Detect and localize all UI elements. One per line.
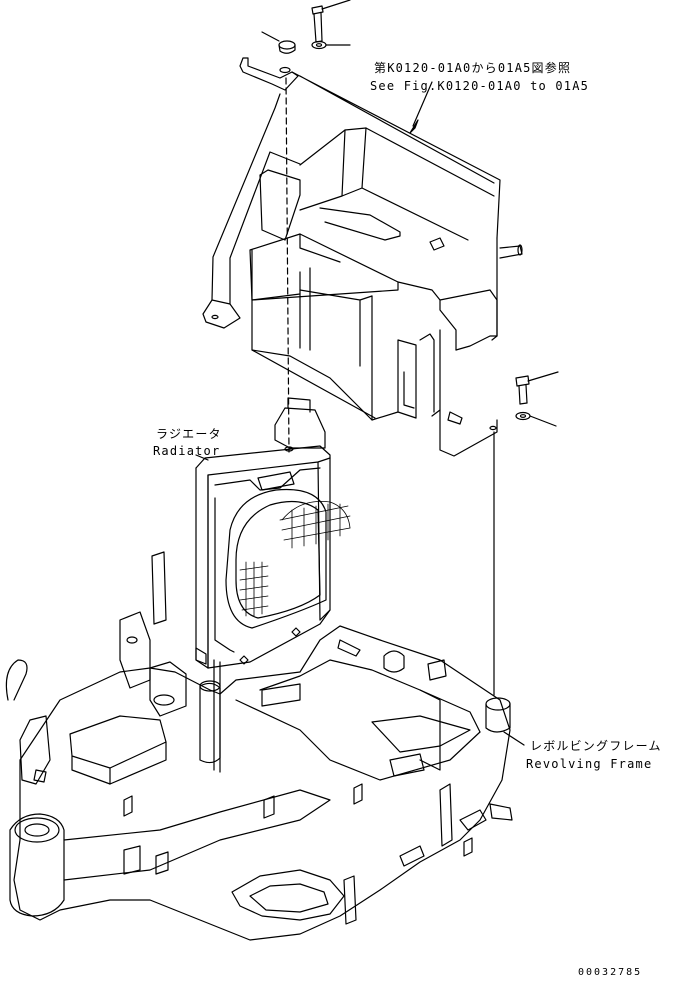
revolving-frame: [5, 551, 513, 941]
drawing-number: 00032785: [578, 967, 643, 978]
radiator-label-en: Radiator: [153, 444, 221, 458]
cover-reference-en: See Fig.K0120-01A0 to 01A5: [370, 79, 590, 93]
top-washer: [311, 40, 351, 50]
side-bolt: [515, 371, 559, 405]
cover-reference-ja: 第K0120-01A0から01A5図参照: [374, 61, 572, 75]
alignment-dashed-line: [285, 77, 290, 453]
top-bolt: [311, 0, 351, 43]
side-washer: [515, 411, 557, 427]
revolving-frame-label-ja: レボルビングフレーム: [530, 739, 662, 753]
top-cap: [261, 31, 296, 54]
radiator: [195, 445, 351, 773]
radiator-cover: [202, 57, 523, 457]
radiator-label-ja: ラジエータ: [156, 427, 222, 441]
frame-leader: [503, 731, 525, 746]
revolving-frame-label-en: Revolving Frame: [526, 757, 653, 771]
radiator-leader: [195, 454, 209, 461]
